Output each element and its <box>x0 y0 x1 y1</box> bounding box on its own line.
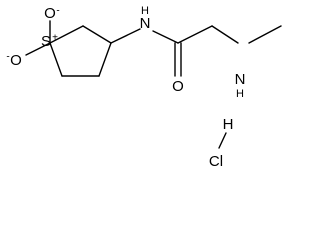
bond-h-cl <box>218 132 227 149</box>
bond-amine-n-methyl <box>248 25 282 44</box>
bond-carbonyl-c-alpha-c <box>177 25 213 44</box>
bond-c2-c3 <box>82 25 112 44</box>
bond-s-oxygen-left <box>25 42 51 56</box>
oxygen-top-charge: - <box>56 6 59 17</box>
bond-alpha-c-amine-n <box>211 25 239 44</box>
oxygen-top-label: O <box>44 5 56 22</box>
chlorine-label: Cl <box>209 153 223 170</box>
bond-c5-s <box>49 42 63 77</box>
sulfur-label: S <box>41 33 51 50</box>
oxygen-left-label: O <box>10 52 22 69</box>
amide-nitrogen-hydrogen-label: H <box>141 5 149 17</box>
oxygen-left-charge: - <box>6 52 9 63</box>
bond-c3-amide-n <box>110 28 141 44</box>
amine-nitrogen-label: N <box>235 71 246 88</box>
bond-c3-c4 <box>98 42 112 77</box>
bond-s-c2 <box>49 25 84 44</box>
amide-nitrogen-label: N <box>140 15 151 32</box>
sulfur-charge: + <box>52 33 58 44</box>
chemical-structure-diagram: O - S + O - N H O N H H Cl <box>6 5 282 170</box>
carbonyl-oxygen-label: O <box>172 78 184 95</box>
hydrogen-label: H <box>223 116 234 133</box>
bond-amide-n-carbonyl-c <box>152 30 179 44</box>
amine-nitrogen-hydrogen-label: H <box>236 88 244 100</box>
